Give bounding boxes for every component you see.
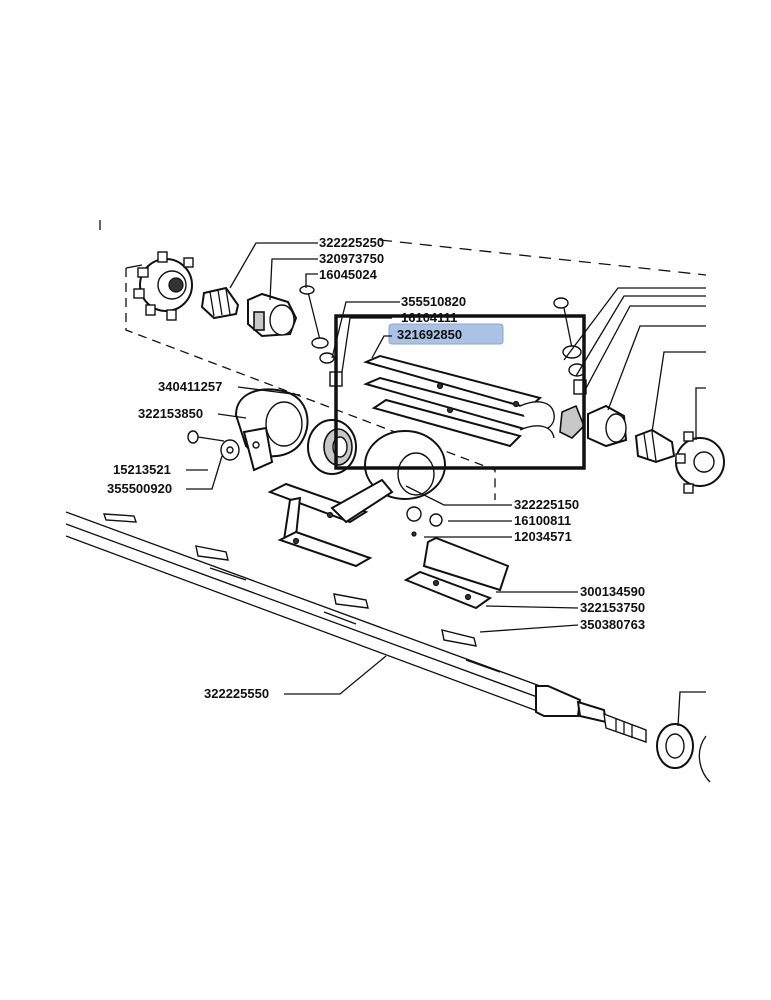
label-322225150[interactable]: 322225150 [514, 497, 579, 512]
circlip-16100811 [406, 506, 443, 537]
right-sprocket [634, 428, 725, 494]
label-355500920[interactable]: 355500920 [107, 481, 172, 496]
label-15213521[interactable]: 15213521 [113, 462, 171, 477]
label-355510820[interactable]: 355510820 [401, 294, 466, 309]
plate-300134590 [403, 536, 510, 610]
label-322225550[interactable]: 322225550 [204, 686, 269, 701]
screw-15213521 [187, 430, 240, 461]
highlighted-label-bg[interactable] [388, 323, 504, 345]
label-16104111[interactable]: 16104111 [401, 310, 457, 325]
bushing-320973750 [247, 292, 298, 338]
bearing-cup [307, 419, 357, 475]
label-321692850[interactable]: 321692850 [397, 327, 462, 342]
label-322153850[interactable]: 322153850 [138, 406, 203, 421]
left-sprocket [133, 251, 194, 321]
rail-321692850 [363, 354, 555, 448]
shaft-322225550 [65, 511, 711, 783]
label-322225250[interactable]: 322225250 [319, 235, 384, 250]
part-labels: 322225250 320973750 16045024 355510820 1… [107, 235, 645, 701]
central-bracket [267, 430, 446, 568]
label-322153750[interactable]: 322153750 [580, 600, 645, 615]
assembly-outline [99, 220, 707, 500]
bolt-16045024 [299, 285, 343, 387]
bearing-housing-340411257 [234, 388, 309, 472]
label-320973750[interactable]: 320973750 [319, 251, 384, 266]
leader-lines [186, 242, 706, 727]
label-350380763[interactable]: 350380763 [580, 617, 645, 632]
label-340411257[interactable]: 340411257 [158, 379, 222, 394]
label-12034571[interactable]: 12034571 [514, 529, 572, 544]
bearing-322225250 [200, 286, 240, 320]
right-bushing [559, 404, 628, 448]
flat-bars-350380763 [103, 513, 501, 673]
label-16100811[interactable]: 16100811 [514, 513, 571, 528]
right-bolt [553, 297, 587, 395]
label-300134590[interactable]: 300134590 [580, 584, 645, 599]
label-16045024[interactable]: 16045024 [319, 267, 378, 282]
